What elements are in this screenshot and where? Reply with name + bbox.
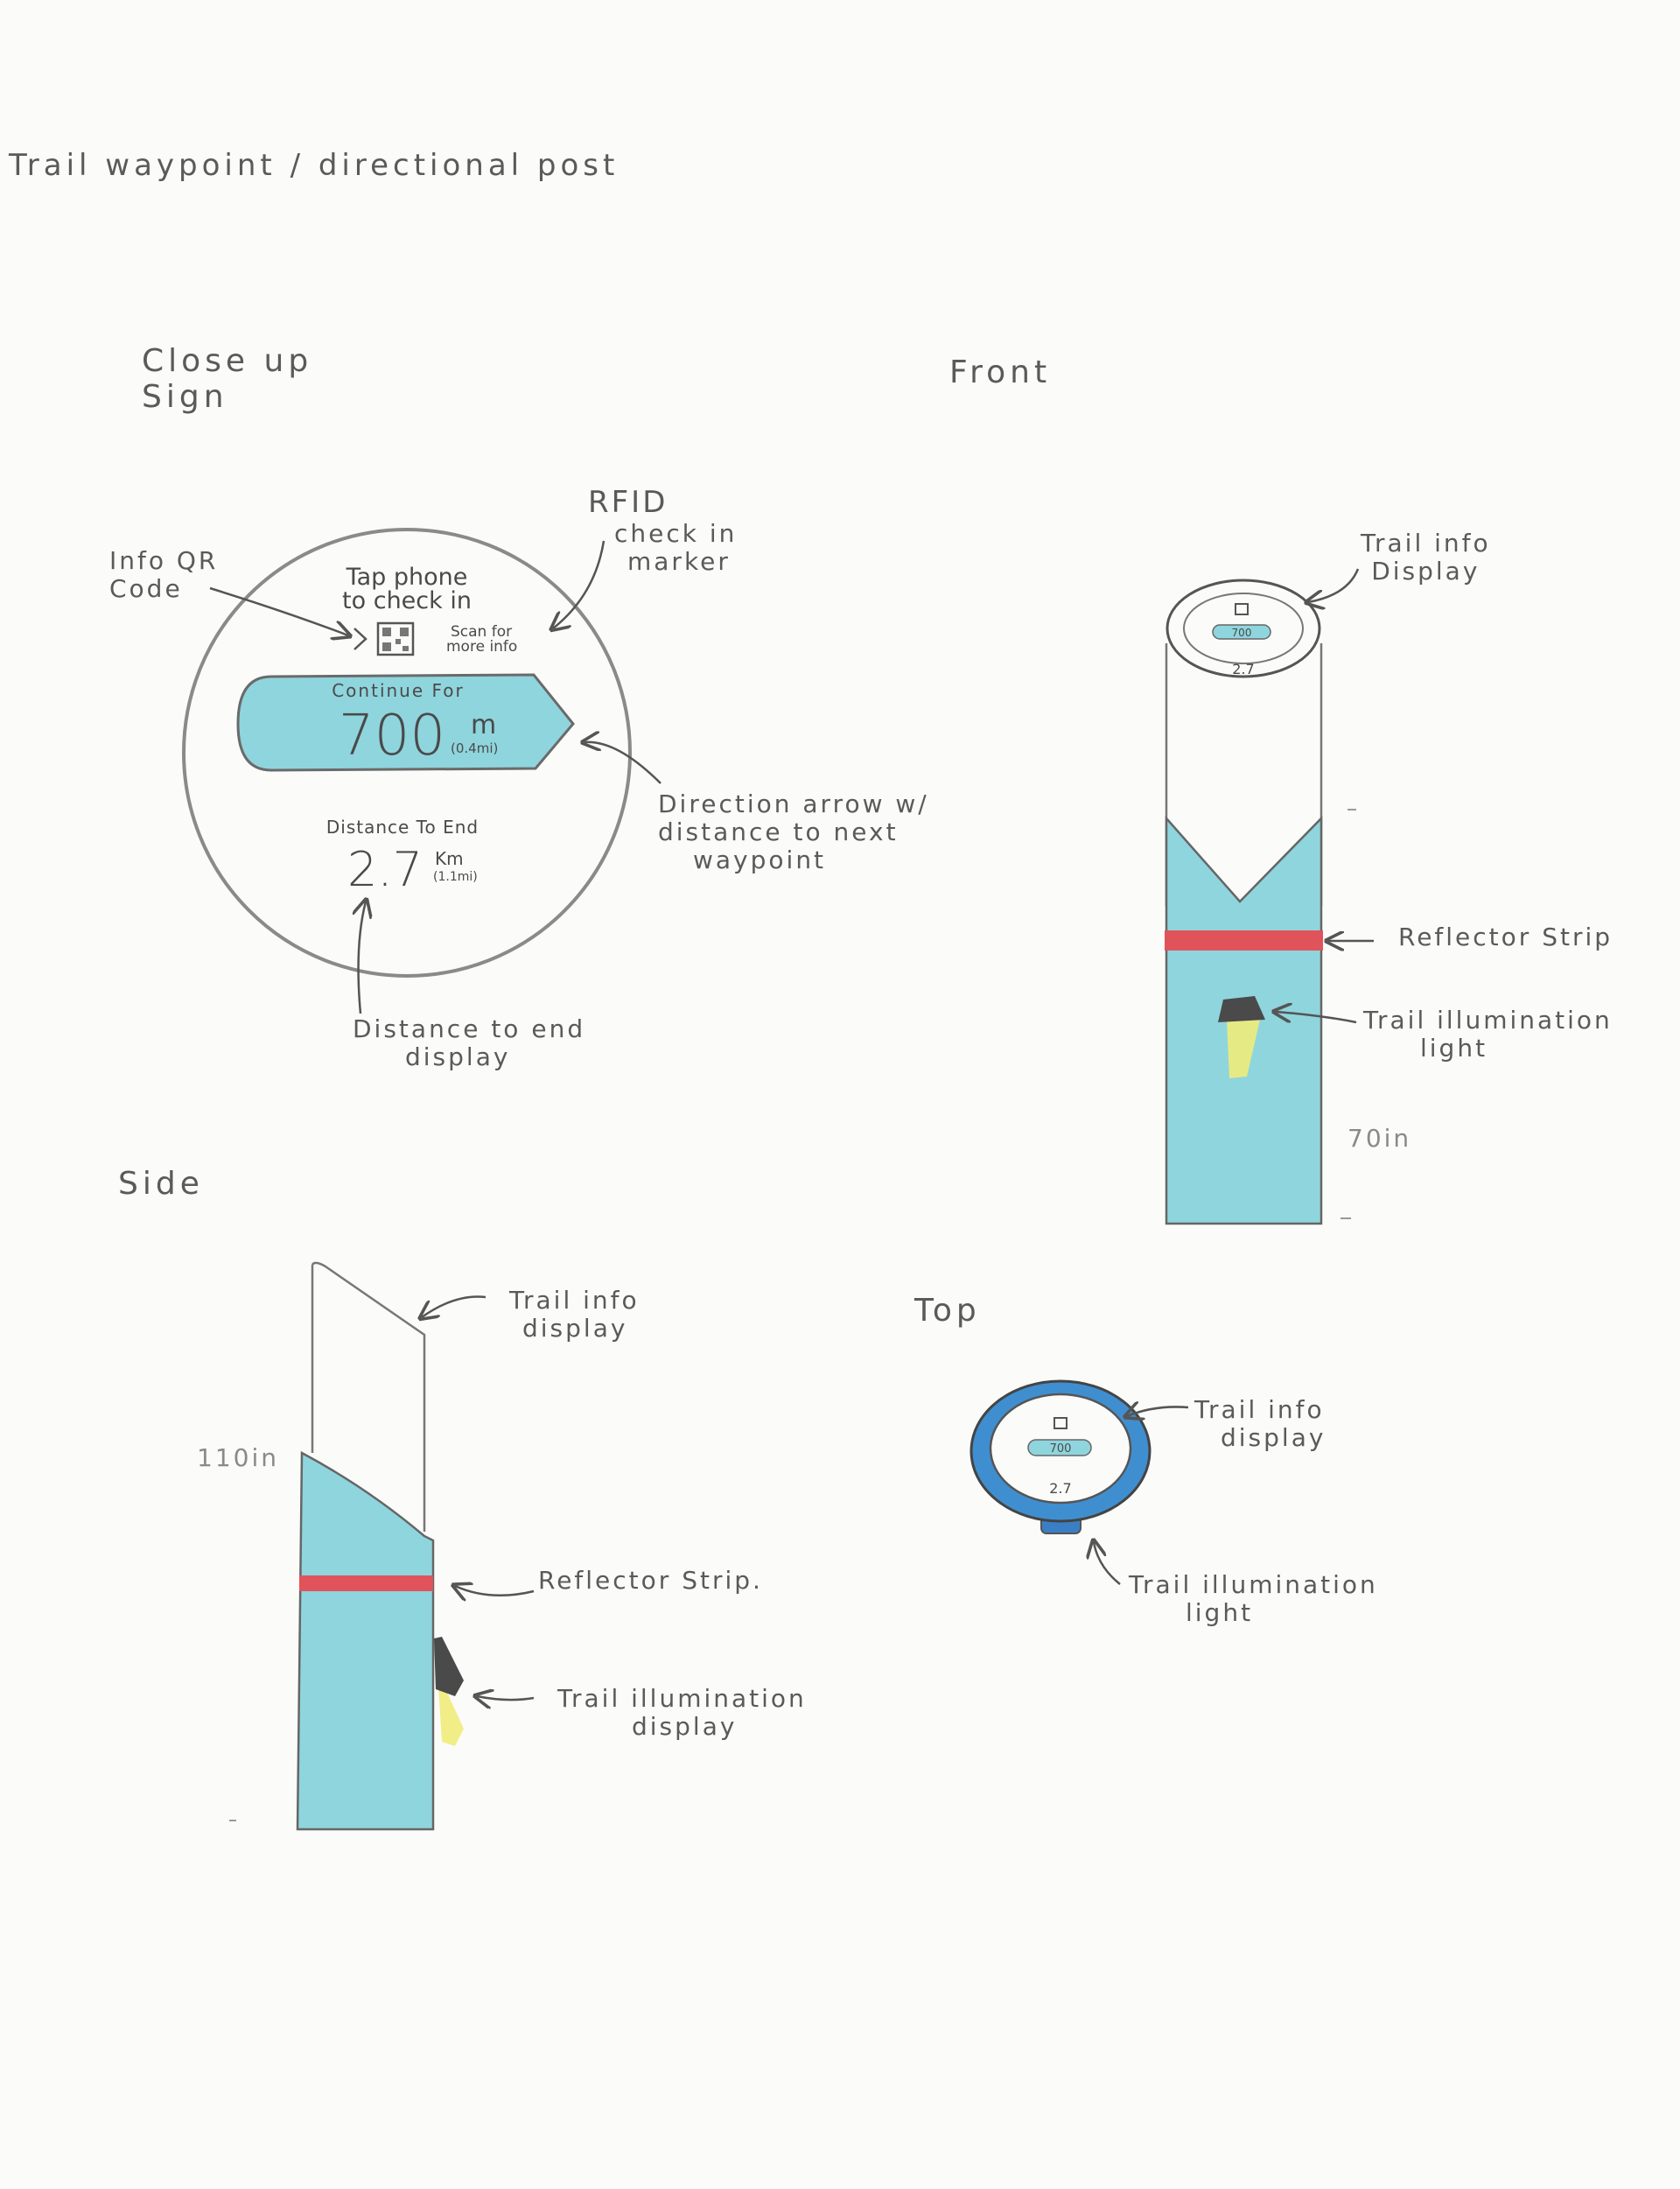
label-side-reflector: Reflector Strip. [538,1566,763,1595]
label-side-height: 110in [197,1443,279,1472]
top-view: 700 2.7 [970,1379,1189,1585]
leader-side-light [477,1696,535,1700]
front-reflector-strip [1165,930,1323,951]
sign-tap-line1: Tap phone [346,564,468,591]
front-mini-next: 700 [1232,627,1252,639]
section-closeup-line2: Sign [142,379,228,416]
front-mini-end: 2.7 [1232,661,1254,677]
sign-end-title: Distance To End [326,817,479,838]
leader-side-reflector [455,1586,535,1596]
side-reflector-strip [299,1575,433,1591]
label-side-light-line1: Trail illumination [557,1684,807,1713]
qr-code-icon [376,621,415,656]
sign-end-alt: (1.1mi) [433,870,478,884]
section-side-title: Side [118,1166,204,1202]
label-top-light-line2: light [1186,1598,1254,1628]
leader-distance-end [359,902,366,1014]
section-front-title: Front [949,354,1052,390]
leader-side-display [422,1295,486,1317]
page-title: Trail waypoint / directional post [9,148,620,183]
label-info-qr: Info QR Code [109,546,219,604]
label-front-reflector: Reflector Strip [1398,923,1614,951]
label-side-light-line2: display [632,1712,738,1742]
label-side-display-line2: display [522,1314,628,1344]
label-top-display: Trail info display [1194,1395,1326,1453]
top-mini-end: 2.7 [1049,1480,1071,1497]
label-front-light-line2: light [1420,1034,1488,1063]
sign-end-unit: Km [435,848,464,869]
label-direction-line1: Direction arrow w/ [658,789,929,818]
label-front-display: Trail info Display [1361,529,1491,586]
leader-front-display [1308,568,1360,602]
label-distance-end: Distance to end display [353,1014,586,1072]
leader-info-qr [209,586,348,635]
label-rfid-line2: check in [614,519,738,549]
label-front-height: 70in [1348,1124,1412,1153]
sign-tap-line2: to check in [342,587,472,614]
section-closeup-title: Close up Sign [142,343,312,416]
label-info-qr-line2: Code [109,574,183,604]
top-mini-qr [1054,1417,1068,1429]
side-pole-top [311,1261,426,1532]
label-top-light-line1: Trail illumination [1129,1570,1378,1599]
side-view [229,1261,535,1831]
sign-next-value: 700 [339,704,445,768]
side-light-housing [434,1637,464,1696]
label-front-display-line2: Display [1371,557,1480,586]
label-rfid-line1: RFID [588,485,668,520]
section-closeup-line1: Close up [142,343,313,379]
label-top-display-line1: Trail info [1194,1395,1325,1424]
front-mini-arrow [1212,624,1271,640]
leader-rfid [553,540,606,628]
leader-top-light [1094,1542,1121,1585]
side-pole-body [296,1450,435,1831]
label-side-display-line1: Trail info [509,1286,640,1315]
direction-arrow-shape [236,673,575,772]
front-light-beam [1227,1020,1260,1078]
label-side-display: Trail info display [509,1286,640,1344]
label-top-light: Trail illumination light [1129,1570,1378,1628]
front-view: 700 2.7 [1165,568,1374,1225]
section-top-title: Top [914,1293,981,1329]
label-distance-end-line1: Distance to end [353,1014,586,1043]
leader-top-display [1127,1407,1189,1416]
leader-direction [584,742,662,784]
label-distance-end-line2: display [405,1042,511,1072]
front-mini-qr [1235,603,1249,615]
leader-front-light [1276,1012,1357,1024]
front-display-inner [1183,593,1304,664]
sign-next-alt: (0.4mi) [451,740,498,756]
top-mini-arrow [1027,1439,1092,1456]
label-rfid-line3: marker [627,547,731,577]
front-light-housing [1218,996,1265,1022]
label-front-light-line1: Trail illumination [1363,1006,1613,1035]
label-direction-line3: waypoint [693,845,827,875]
label-side-light: Trail illumination display [557,1684,807,1742]
label-info-qr-line1: Info QR [109,546,219,575]
sign-continue-label: Continue For [332,680,465,701]
closeup-sign: Tap phone to check in Scan for more info… [182,528,662,1014]
label-rfid: RFID check in marker [588,485,738,577]
chevron-right-icon [354,628,368,650]
sign-outline [182,528,632,978]
sign-end-value: 2.7 [347,842,423,897]
sign-scan-line1: Scan for [451,623,512,641]
sign-scan-line2: more info [446,638,517,656]
label-direction-arrow: Direction arrow w/ distance to next wayp… [658,789,929,875]
label-top-display-line2: display [1221,1423,1326,1453]
top-mini-next: 700 [1050,1442,1072,1456]
label-front-display-line1: Trail info [1361,529,1491,558]
label-front-light: Trail illumination light [1363,1006,1613,1063]
sign-next-unit: m [471,710,496,740]
label-direction-line2: distance to next [658,817,899,847]
